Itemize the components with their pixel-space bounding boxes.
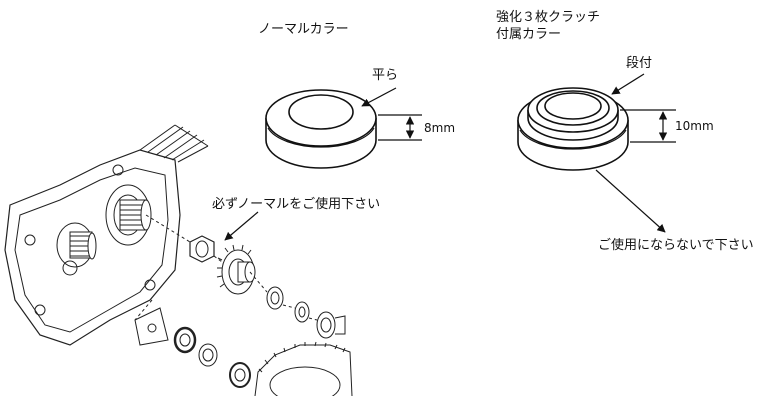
- flat-face-label: 平ら: [372, 68, 399, 83]
- engine-case-exploded-illustration: [4, 124, 353, 396]
- reinforced-collar-title-line1: 強化３枚クラッチ: [496, 10, 601, 25]
- reinforced-dimension-label: 10mm: [675, 119, 714, 133]
- washer-parts: [266, 286, 346, 339]
- stepped-face-label: 段付: [626, 56, 653, 71]
- counter-shaft-spline: [56, 222, 97, 276]
- stepped-face-leader: [611, 73, 645, 95]
- dimension-8mm: [378, 114, 422, 141]
- normal-dimension-label: 8mm: [424, 121, 456, 135]
- normal-collar-instruction: 必ずノーマルをご使用下さい: [212, 197, 381, 212]
- instruction-arrow: [224, 211, 259, 241]
- main-shaft-spline: [105, 184, 152, 246]
- warning-arrow: [595, 169, 666, 233]
- lower-washer-stack: [134, 307, 251, 388]
- reinforced-collar-warning: ご使用にならないで下さい: [598, 238, 754, 253]
- reinforced-collar-title-line2: 付属カラー: [496, 27, 562, 42]
- flat-face-leader: [361, 87, 397, 107]
- dimension-10mm: [620, 109, 676, 143]
- normal-collar-title: ノーマルカラー: [258, 22, 349, 37]
- clutch-gear: [216, 244, 256, 295]
- clutch-basket: [254, 341, 353, 396]
- reinforced-collar-illustration: [517, 87, 629, 171]
- collar-mount-nut: [189, 235, 215, 263]
- normal-collar-illustration: [265, 89, 377, 169]
